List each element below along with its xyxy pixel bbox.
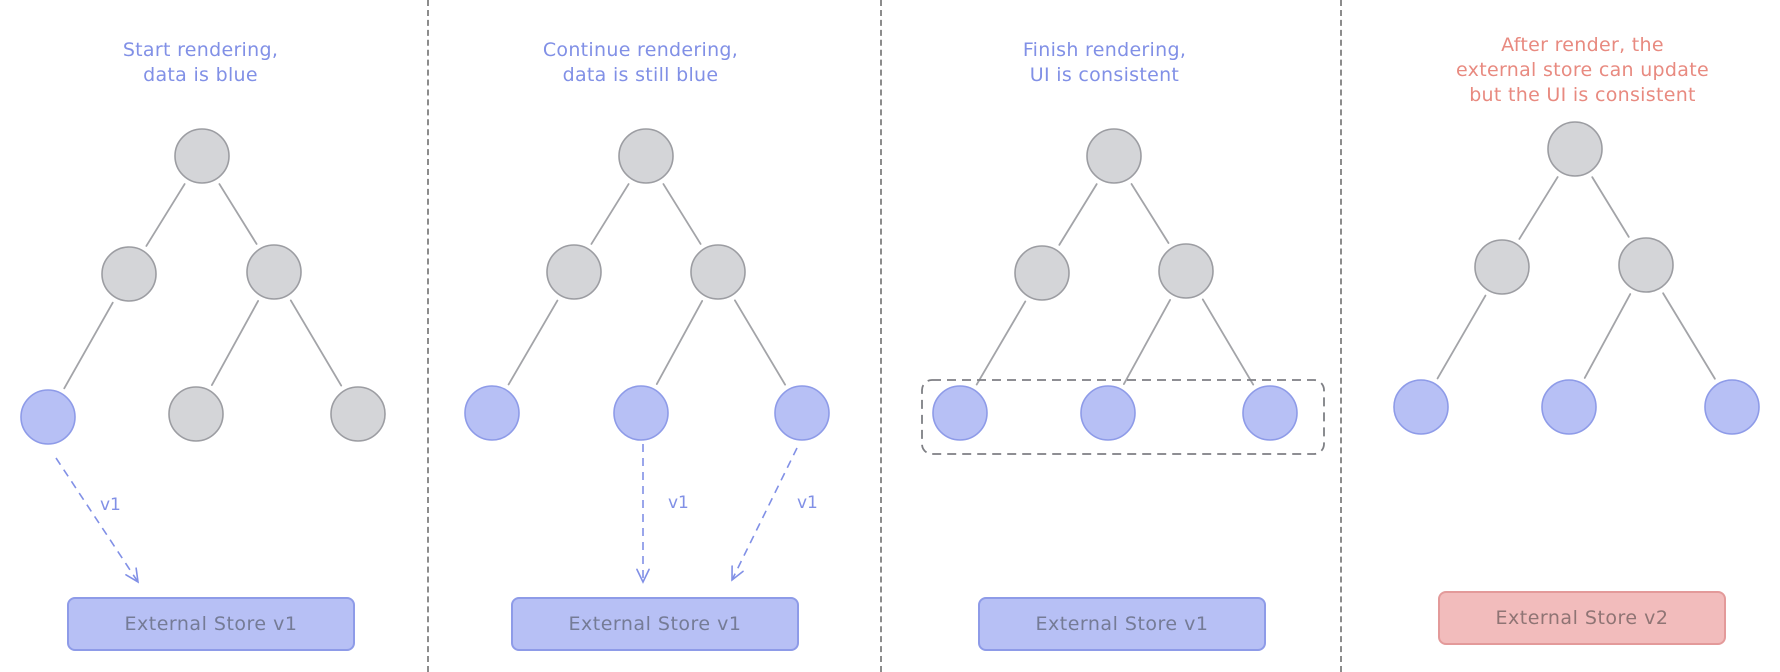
tree-edge: [507, 299, 559, 386]
tree-edge: [590, 183, 630, 245]
tree-edge: [662, 183, 702, 245]
blue-leaf-node: [932, 385, 988, 441]
panel-continue-rendering: Continue rendering, data is still blue E…: [0, 0, 799, 672]
caption-line: Finish rendering,: [1022, 39, 1187, 61]
gray-tree-node: [690, 244, 746, 300]
external-store-label: External Store v1: [1035, 613, 1209, 635]
tree-edge: [975, 300, 1027, 386]
panel-divider-2: [880, 0, 882, 672]
tree-edge: [145, 183, 186, 247]
caption-line: data is still blue: [562, 64, 719, 86]
caption-line: external store can update: [1456, 59, 1709, 81]
gray-tree-node: [330, 386, 386, 442]
tree-edge: [63, 301, 114, 390]
blue-leaf-node: [1704, 379, 1760, 435]
tree-edge: [218, 183, 258, 245]
panel-divider-3: [1340, 0, 1342, 672]
tree-edge: [1058, 183, 1098, 246]
panel-after-render: After render, the external store can upd…: [0, 0, 1726, 672]
arrowhead-icon: [731, 565, 744, 582]
tree-edge: [210, 300, 260, 386]
tree-edge: [733, 299, 787, 386]
blue-leaf-node: [1393, 379, 1449, 435]
gray-tree-node: [101, 246, 157, 302]
caption-line: After render, the: [1501, 34, 1664, 56]
blue-leaf-node: [613, 385, 669, 441]
external-store-box: External Store v1: [67, 597, 355, 651]
external-store-box: External Store v1: [978, 597, 1266, 651]
blue-leaf-node: [20, 389, 76, 445]
arrowhead-icon: [636, 568, 650, 584]
external-store-label: External Store v1: [568, 613, 742, 635]
gray-tree-node: [1086, 128, 1142, 184]
tree-edge: [1436, 294, 1487, 380]
arrow-label-v1: v1: [100, 495, 121, 515]
gray-tree-node: [546, 244, 602, 300]
external-store-box: External Store v2: [1438, 591, 1726, 645]
tree-edge: [1130, 183, 1170, 244]
blue-leaf-node: [1541, 379, 1597, 435]
caption-line: Continue rendering,: [542, 39, 739, 61]
arrow-label-v1: v1: [797, 493, 818, 513]
read-arrow-line: [55, 457, 139, 583]
tree-edge: [1591, 176, 1630, 238]
read-arrow-line: [731, 447, 798, 581]
panel-divider-1: [427, 0, 429, 672]
tree-edge: [1201, 298, 1255, 386]
consistency-dashed-box: [921, 379, 1325, 455]
panel-caption: Continue rendering, data is still blue: [418, 38, 863, 88]
arrow-label-v1: v1: [668, 493, 689, 513]
tree-edge: [1518, 176, 1559, 240]
gray-tree-node: [1474, 239, 1530, 295]
caption-line: data is blue: [143, 64, 258, 86]
blue-leaf-node: [1080, 385, 1136, 441]
external-store-box: External Store v1: [511, 597, 799, 651]
external-store-label: External Store v2: [1495, 607, 1669, 629]
tree-edge: [1662, 292, 1716, 380]
blue-leaf-node: [1242, 385, 1298, 441]
caption-line: Start rendering,: [122, 39, 279, 61]
panel-caption: After render, the external store can upd…: [1360, 33, 1780, 108]
gray-tree-node: [1547, 121, 1603, 177]
gray-tree-node: [246, 244, 302, 300]
blue-leaf-node: [464, 385, 520, 441]
tree-edge: [1583, 293, 1632, 379]
tree-edge: [1122, 299, 1172, 385]
arrowhead-icon: [125, 567, 140, 584]
gray-tree-node: [1618, 237, 1674, 293]
tree-edge: [655, 300, 704, 385]
gray-tree-node: [174, 128, 230, 184]
gray-tree-node: [168, 386, 224, 442]
caption-line: but the UI is consistent: [1469, 84, 1696, 106]
gray-tree-node: [1014, 245, 1070, 301]
panel-finish-rendering: Finish rendering, UI is consistent Exter…: [0, 0, 1266, 672]
gray-tree-node: [618, 128, 674, 184]
panel-caption: Finish rendering, UI is consistent: [882, 38, 1327, 88]
tree-edge: [289, 299, 343, 387]
gray-tree-node: [1158, 243, 1214, 299]
blue-leaf-node: [774, 385, 830, 441]
panel-caption: Start rendering, data is blue: [0, 38, 423, 88]
caption-line: UI is consistent: [1029, 64, 1180, 86]
external-store-label: External Store v1: [124, 613, 298, 635]
panel-start-rendering: Start rendering, data is blue External S…: [0, 0, 445, 672]
